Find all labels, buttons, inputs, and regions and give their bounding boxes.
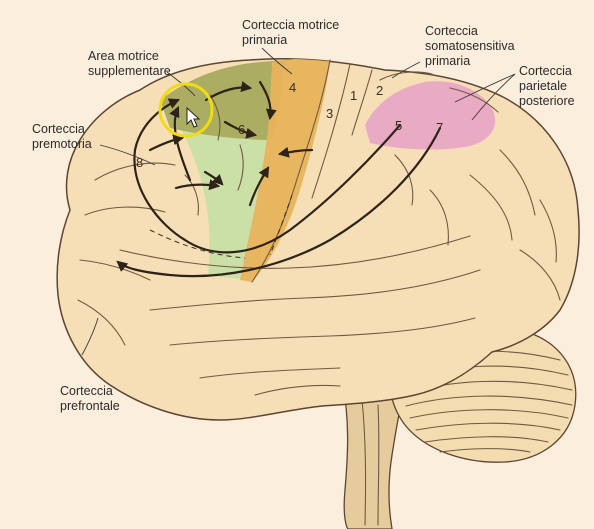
area-number-2: 2 xyxy=(376,83,383,98)
label-somatosensory: Corteccia somatosensitiva primaria xyxy=(425,24,515,68)
area-number-4: 4 xyxy=(289,80,296,95)
area-number-6: 6 xyxy=(238,122,245,137)
area-number-7: 7 xyxy=(436,120,443,135)
label-line: Area motrice xyxy=(88,49,159,63)
label-line: primaria xyxy=(242,33,287,47)
label-line: prefrontale xyxy=(60,399,120,413)
area-number-3: 3 xyxy=(326,106,333,121)
label-line: primaria xyxy=(425,54,470,68)
label-line: Corteccia xyxy=(32,122,85,136)
label-supplementary-motor: Area motrice supplementare xyxy=(88,49,171,78)
label-line: Corteccia xyxy=(519,64,572,78)
label-line: somatosensitiva xyxy=(425,39,515,53)
area-number-8: 8 xyxy=(136,155,143,170)
label-line: supplementare xyxy=(88,64,171,78)
label-line: premotoria xyxy=(32,137,92,151)
area-number-1: 1 xyxy=(350,88,357,103)
label-line: Corteccia xyxy=(425,24,478,38)
area-number-5: 5 xyxy=(395,118,402,133)
label-premotor: Corteccia premotoria xyxy=(32,122,92,151)
label-line: posteriore xyxy=(519,94,575,108)
label-primary-motor: Corteccia motrice primaria xyxy=(242,18,339,47)
label-posterior-parietal: Corteccia parietale posteriore xyxy=(519,64,575,108)
label-line: Corteccia motrice xyxy=(242,18,339,32)
label-line: parietale xyxy=(519,79,567,93)
label-line: Corteccia xyxy=(60,384,113,398)
label-prefrontal: Corteccia prefrontale xyxy=(60,384,120,413)
